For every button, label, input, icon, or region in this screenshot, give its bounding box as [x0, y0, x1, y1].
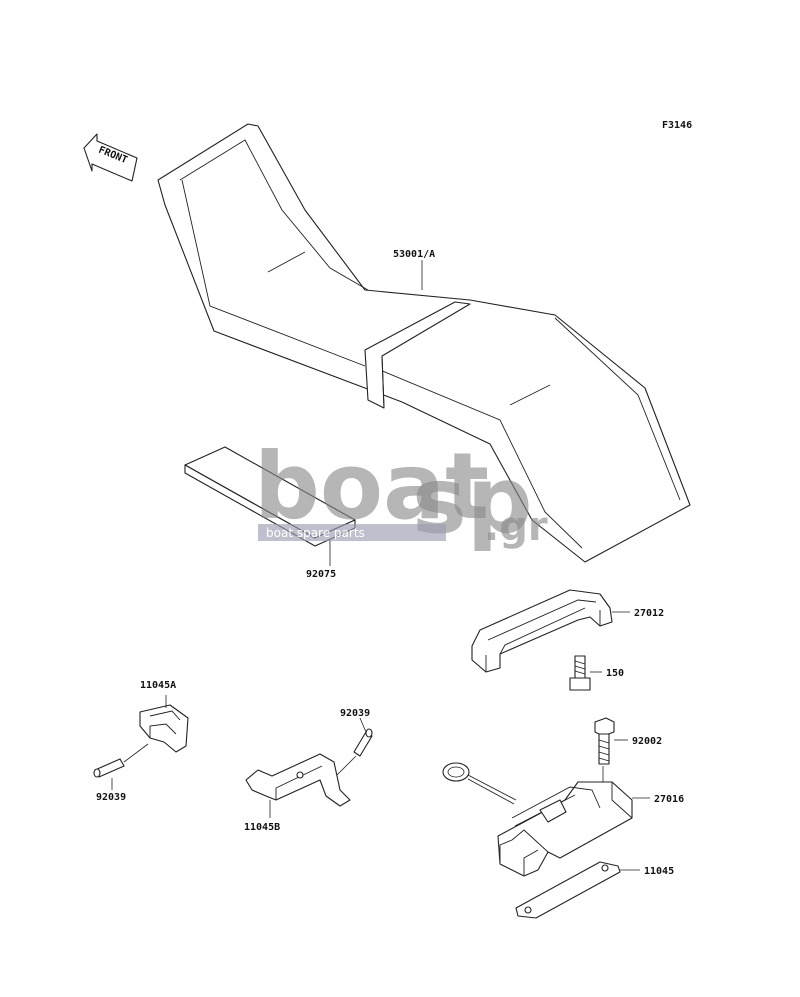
front-arrow-icon: FRONT [83, 133, 138, 182]
pin-92039-center-part [353, 728, 373, 757]
svg-text:boat: boat [254, 433, 489, 540]
label-92002: 92002 [632, 736, 662, 747]
label-92039-left: 92039 [96, 792, 126, 803]
watermark-logo: boat sp .gr boat spare parts [254, 433, 548, 554]
label-11045b: 11045B [244, 822, 280, 833]
label-92039-center: 92039 [340, 708, 370, 719]
bracket-27012-part [471, 589, 613, 673]
latch-11045a-part [139, 704, 189, 753]
label-92075: 92075 [306, 569, 336, 580]
label-11045a: 11045A [140, 680, 176, 691]
svg-text:.gr: .gr [484, 504, 548, 550]
svg-text:boat spare parts: boat spare parts [266, 526, 365, 540]
latch-27016-part [442, 762, 633, 877]
pin-92039-left-part [93, 758, 125, 778]
plate-11045-part [515, 861, 621, 919]
label-11045: 11045 [644, 866, 674, 877]
figure-code: F3146 [662, 120, 692, 131]
bolt-150-part [569, 655, 591, 691]
seat-part [157, 123, 691, 563]
label-27012: 27012 [634, 608, 664, 619]
label-53001-a: 53001/A [393, 249, 435, 260]
label-27016: 27016 [654, 794, 684, 805]
bracket-11045b-part [245, 753, 351, 807]
bolt-92002-part [594, 717, 615, 765]
label-150: 150 [606, 668, 624, 679]
